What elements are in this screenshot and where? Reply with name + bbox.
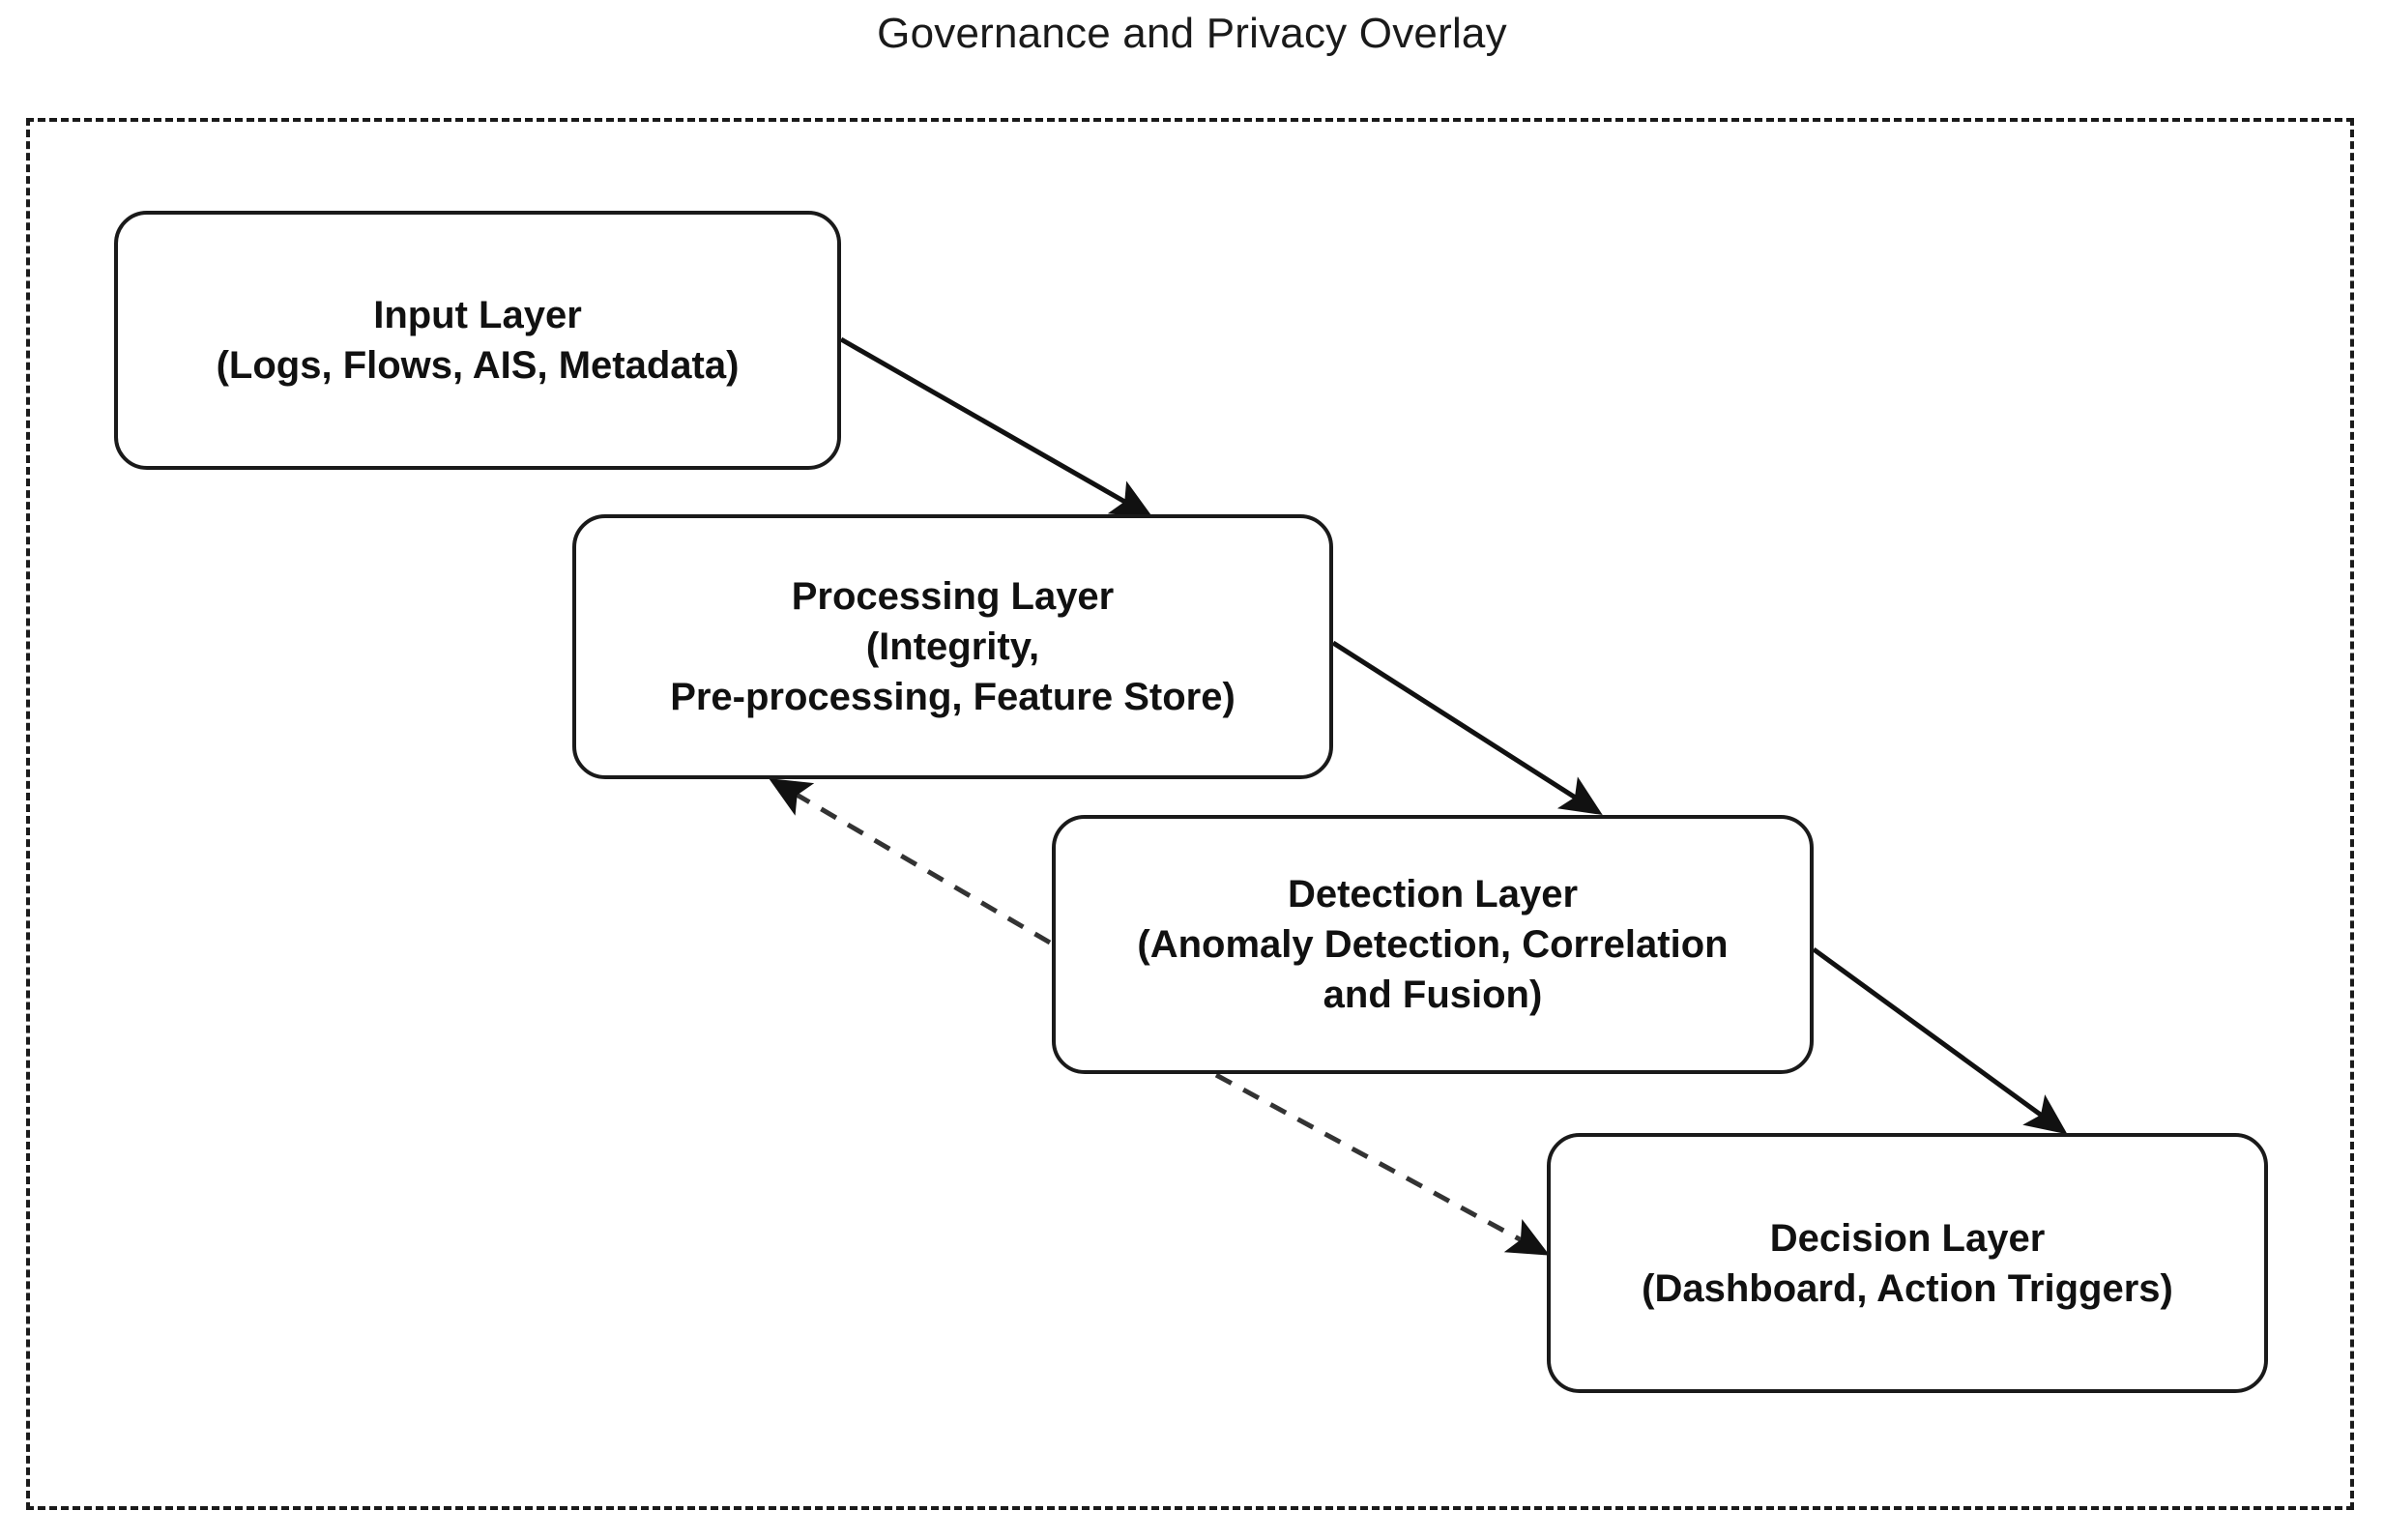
node-processing-layer[interactable]: Processing Layer (Integrity, Pre-process…: [572, 514, 1333, 779]
node-processing-layer-title: Processing Layer: [791, 575, 1115, 618]
node-decision-layer-subtitle: (Dashboard, Action Triggers): [1642, 1266, 2173, 1310]
node-detection-layer[interactable]: Detection Layer (Anomaly Detection, Corr…: [1052, 815, 1814, 1074]
node-detection-layer-subtitle: (Anomaly Detection, Correlation and Fusi…: [1137, 923, 1729, 1016]
node-input-layer-subtitle: (Logs, Flows, AIS, Metadata): [216, 344, 740, 387]
node-input-layer-title: Input Layer: [373, 294, 582, 336]
node-decision-layer-title: Decision Layer: [1769, 1216, 2046, 1260]
node-detection-layer-title: Detection Layer: [1287, 873, 1579, 915]
node-input-layer[interactable]: Input Layer (Logs, Flows, AIS, Metadata): [114, 211, 841, 470]
page-title: Governance and Privacy Overlay: [877, 10, 1507, 57]
node-processing-layer-subtitle: (Integrity, Pre-processing, Feature Stor…: [670, 625, 1236, 718]
governance-privacy-overlay-boundary: [26, 118, 2354, 1510]
node-decision-layer[interactable]: Decision Layer (Dashboard, Action Trigge…: [1547, 1133, 2268, 1393]
